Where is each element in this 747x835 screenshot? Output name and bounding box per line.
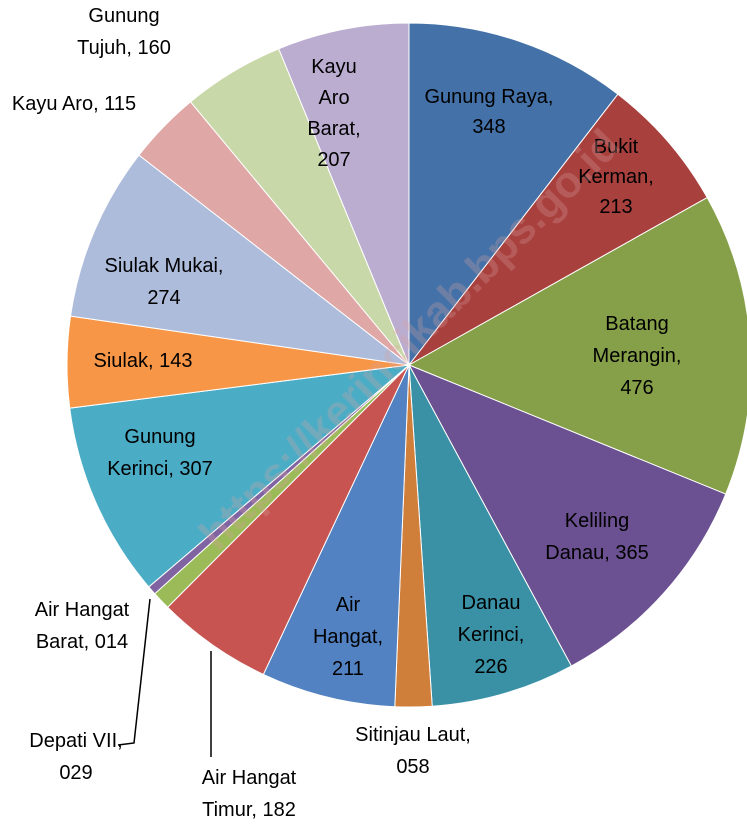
- pie-slice: [408, 93, 708, 366]
- slice-label-line: Kerinci, 307: [107, 458, 213, 480]
- pie-slice: [262, 364, 410, 708]
- slice-label-line: Kayu Aro, 115: [12, 93, 136, 115]
- slice-label-line: Timur, 182: [202, 799, 296, 821]
- slice-label-line: 029: [59, 762, 92, 784]
- slice-label-line: Kayu: [311, 56, 357, 78]
- slice-label-line: Gunung: [88, 5, 159, 27]
- slice-label-line: Bukit: [594, 136, 639, 158]
- slice-label-line: Tujuh, 160: [77, 37, 171, 59]
- slice-label-line: Air: [336, 594, 361, 616]
- slice-label-line: Danau, 365: [545, 542, 648, 564]
- slice-label-line: Siulak Mukai,: [105, 255, 224, 277]
- slice-label-line: Air Hangat: [35, 599, 130, 621]
- leader-line: [117, 598, 151, 746]
- slice-label-line: Kerman,: [578, 166, 654, 188]
- pie-slice: [408, 364, 573, 707]
- slice-label-line: 207: [317, 149, 350, 171]
- slice-label-line: 211: [332, 658, 364, 680]
- slice-label-line: Batang: [605, 313, 668, 335]
- slice-label-line: Air Hangat: [202, 767, 297, 789]
- slice-label-line: Danau: [462, 592, 521, 614]
- slice-label-line: 226: [474, 656, 507, 678]
- slice-label-line: 213: [599, 196, 632, 218]
- pie-slice: [407, 364, 727, 667]
- pie-slices: [66, 22, 747, 708]
- leader-lines: [117, 598, 212, 757]
- slice-label-line: Barat, 014: [36, 631, 128, 653]
- slice-label-line: 476: [620, 377, 653, 399]
- slice-label-line: Hangat,: [313, 626, 383, 648]
- slice-label-line: Barat,: [307, 118, 360, 140]
- slice-label: Siulak Mukai, 274: [105, 255, 224, 309]
- pie-slice: [69, 154, 411, 366]
- slice-label-line: Merangin,: [593, 345, 682, 367]
- pie-slice: [408, 22, 619, 367]
- slice-label-line: Depati VII,: [29, 730, 122, 752]
- slice-label-line: 058: [396, 756, 429, 778]
- slice-label-line: Siulak, 143: [94, 350, 193, 372]
- slice-label: Siulak, 143: [94, 350, 193, 372]
- pie-slice: [407, 196, 747, 495]
- slice-label-line: 348: [472, 116, 505, 138]
- slice-label-line: 274: [147, 287, 180, 309]
- slice-label-line: Gunung Raya,: [425, 86, 554, 108]
- slice-label-line: Keliling: [565, 510, 629, 532]
- slice-label: Depati VII, 029: [29, 730, 122, 784]
- slice-label-line: Aro: [318, 87, 349, 109]
- slice-label-line: Sitinjau Laut,: [355, 724, 471, 746]
- pie-slice: [69, 364, 411, 588]
- pie-slice: [278, 22, 410, 366]
- slice-label: Gunung Raya, 348: [425, 86, 554, 138]
- slice-label: Kayu Aro, 115: [12, 93, 136, 115]
- slice-label-line: Kerinci,: [458, 624, 525, 646]
- slice-label-line: Gunung: [124, 426, 195, 448]
- slice-label: Sitinjau Laut, 058: [355, 724, 471, 778]
